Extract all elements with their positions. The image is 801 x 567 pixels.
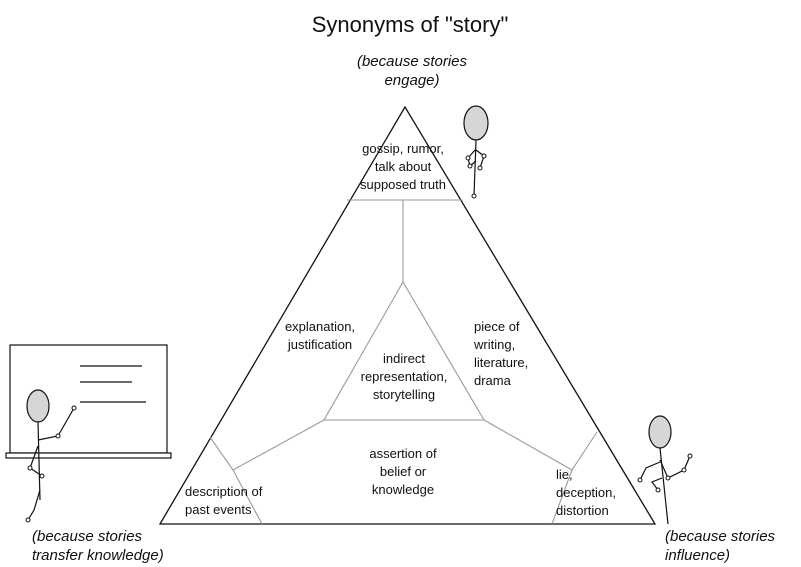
figure-right-arm-out <box>639 461 661 481</box>
figure-right-body <box>659 447 669 525</box>
whiteboard-ledge <box>5 452 172 459</box>
region-center-line-1: indirect <box>383 351 425 366</box>
figure-right-joint <box>655 487 661 493</box>
region-bottom-mid-line-3: knowledge <box>372 482 434 497</box>
teacher-joint <box>71 405 77 411</box>
figure-right-arm-raised <box>659 455 691 479</box>
region-bottom-right-line-2: deception, <box>556 485 616 500</box>
corner-left-line-2: transfer knowledge) <box>32 547 164 564</box>
region-bottom-mid: assertion of belief or knowledge <box>369 446 437 497</box>
teacher-joint <box>25 517 31 523</box>
region-bottom-left-line-2: past events <box>185 502 252 517</box>
region-left-mid: explanation, justification <box>285 319 355 352</box>
teacher-joint <box>55 433 61 439</box>
figure-top-joint <box>471 193 477 199</box>
figure-top-joint <box>481 153 487 159</box>
region-bottom-mid-line-2: belief or <box>380 464 427 479</box>
teacher-head <box>26 389 50 423</box>
region-top-line-1: gossip, rumor, <box>362 141 444 156</box>
stick-figure-top-icon <box>463 105 489 199</box>
figure-top-joint <box>467 163 473 169</box>
left-spoke-line <box>232 419 325 471</box>
teacher-body <box>37 421 41 501</box>
region-center-line-3: storytelling <box>373 387 435 402</box>
figure-top-joint <box>465 155 471 161</box>
region-bottom-mid-line-1: assertion of <box>369 446 437 461</box>
region-right-mid: piece of writing, literature, drama <box>473 319 528 388</box>
region-center-line-2: representation, <box>361 369 448 384</box>
region-top: gossip, rumor, talk about supposed truth <box>360 141 446 192</box>
teacher-joint <box>27 465 33 471</box>
region-top-line-3: supposed truth <box>360 177 446 192</box>
region-bottom-right-line-3: distortion <box>556 503 609 518</box>
region-left-mid-line-1: explanation, <box>285 319 355 334</box>
teacher-whiteboard-icon <box>5 344 172 523</box>
figure-top-left-arm <box>467 149 477 168</box>
bottom-right-divider-line <box>551 431 598 525</box>
figure-right-arm-hand <box>651 477 663 491</box>
figure-top-right-arm <box>475 149 485 169</box>
region-right-mid-line-4: drama <box>474 373 512 388</box>
region-bottom-right-line-1: lie, <box>556 467 573 482</box>
corner-label-right: (because stories influence) <box>665 528 776 564</box>
region-right-mid-line-2: writing, <box>473 337 515 352</box>
figure-right-joint <box>665 475 671 481</box>
figure-top-head <box>463 105 489 141</box>
corner-right-line-1: (because stories <box>665 528 776 545</box>
corner-right-line-2: influence) <box>665 547 730 564</box>
figure-top-joint <box>477 165 483 171</box>
right-spoke-line <box>483 419 573 471</box>
region-bottom-right: lie, deception, distortion <box>556 467 616 518</box>
corner-label-top: (because stories engage) <box>357 53 468 89</box>
figure-right-joint <box>681 467 687 473</box>
region-top-line-2: talk about <box>375 159 432 174</box>
figure-right-head <box>648 415 672 449</box>
region-right-mid-line-1: piece of <box>474 319 520 334</box>
diagram-title: Synonyms of "story" <box>312 12 509 37</box>
bottom-left-divider-line <box>209 436 263 525</box>
corner-label-left: (because stories transfer knowledge) <box>32 528 164 564</box>
figure-right-joint <box>687 453 693 459</box>
corner-top-line-2: engage) <box>384 72 439 89</box>
outer-triangle <box>158 105 657 525</box>
corner-left-line-1: (because stories <box>32 528 143 545</box>
region-left-mid-line-2: justification <box>287 337 352 352</box>
stick-figure-right-icon <box>637 415 693 525</box>
figure-top-body <box>473 139 477 197</box>
region-bottom-left-line-1: description of <box>185 484 263 499</box>
teacher-legs <box>27 489 41 521</box>
region-center: indirect representation, storytelling <box>361 351 448 402</box>
region-bottom-left: description of past events <box>185 484 263 517</box>
region-right-mid-line-3: literature, <box>474 355 528 370</box>
center-triangle <box>323 280 485 421</box>
corner-top-line-1: (because stories <box>357 53 468 70</box>
inner-divisions <box>209 199 598 525</box>
teacher-joint <box>39 473 45 479</box>
figure-right-joint <box>637 477 643 483</box>
